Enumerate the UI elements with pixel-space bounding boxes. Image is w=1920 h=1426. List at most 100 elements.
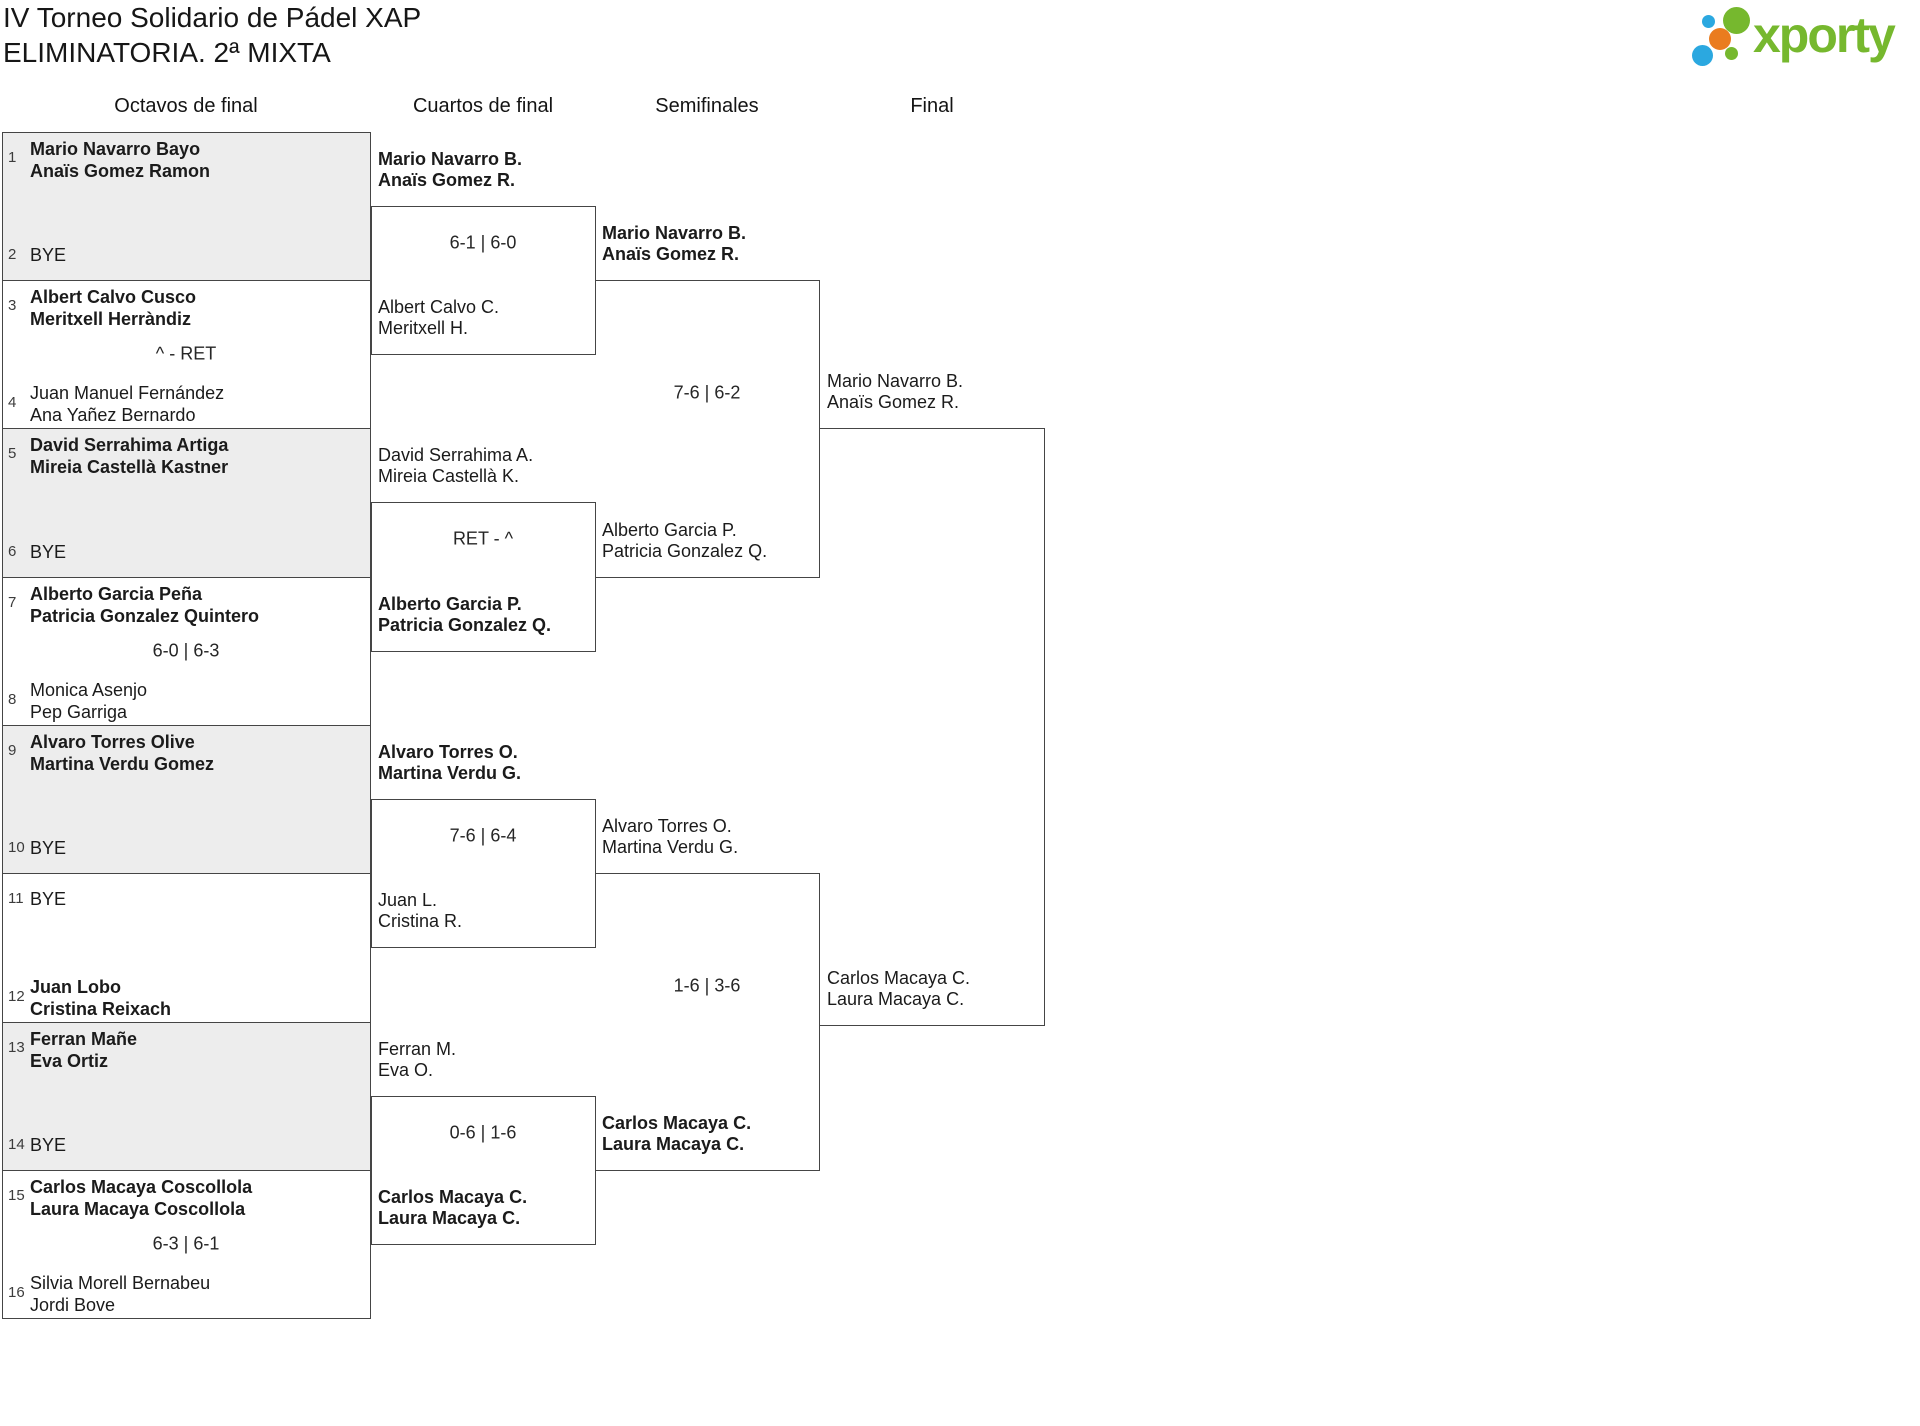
player-name: Laura Macaya C. bbox=[378, 1208, 521, 1228]
r16-m3-team1: David Serrahima Artiga Mireia Castellà K… bbox=[30, 434, 228, 478]
player-name: Alvaro Torres O. bbox=[602, 816, 732, 836]
player-name: Eva Ortiz bbox=[30, 1051, 109, 1071]
r16-match-box-8 bbox=[2, 1170, 371, 1319]
r16-m5-team1: Alvaro Torres Olive Martina Verdu Gomez bbox=[30, 731, 214, 775]
page-title: IV Torneo Solidario de Pádel XAP bbox=[3, 2, 422, 33]
player-name: Mario Navarro B. bbox=[827, 371, 964, 391]
r16-m3-seed2: 6 bbox=[8, 543, 17, 560]
r16-m8-seed1: 15 bbox=[8, 1187, 25, 1204]
player-name: Mario Navarro B. bbox=[602, 223, 747, 243]
logo-dot-orange-icon bbox=[1709, 28, 1731, 50]
r16-m4-team1: Alberto Garcia Peña Patricia Gonzalez Qu… bbox=[30, 583, 259, 627]
player-name: Juan Manuel Fernández bbox=[30, 383, 225, 403]
r16-m8-seed2: 16 bbox=[8, 1284, 25, 1301]
player-name: Alberto Garcia P. bbox=[602, 520, 737, 540]
logo-dot-blue-small-icon bbox=[1702, 15, 1715, 28]
player-name: Pep Garriga bbox=[30, 702, 128, 722]
player-name: Silvia Morell Bernabeu bbox=[30, 1273, 211, 1293]
final-team2: Carlos Macaya C. Laura Macaya C. bbox=[827, 968, 970, 1010]
player-name: Martina Verdu Gomez bbox=[30, 754, 215, 774]
player-name: Mireia Castellà K. bbox=[378, 466, 520, 486]
r16-match-box-1 bbox=[2, 132, 371, 281]
sf-match-box-2 bbox=[595, 873, 820, 1171]
sf-m2-team2: Carlos Macaya C. Laura Macaya C. bbox=[602, 1113, 751, 1155]
player-name: Carlos Macaya C. bbox=[602, 1113, 752, 1133]
r16-m5-team2: BYE bbox=[30, 838, 67, 858]
player-name: Ana Yañez Bernardo bbox=[30, 405, 196, 425]
player-name: Meritxell Herràndiz bbox=[30, 309, 192, 329]
player-name: Alberto Garcia Peña bbox=[30, 584, 203, 604]
r16-m4-seed1: 7 bbox=[8, 594, 17, 611]
round-header-cuartos: Cuartos de final bbox=[412, 95, 554, 117]
r16-m3-team2: BYE bbox=[30, 542, 67, 562]
qf-m4-team1: Ferran M. Eva O. bbox=[378, 1039, 456, 1081]
player-name: Carlos Macaya C. bbox=[378, 1187, 528, 1207]
r16-m2-score: ^ - RET bbox=[155, 343, 217, 364]
sf-m2-team1: Alvaro Torres O. Martina Verdu G. bbox=[602, 816, 738, 858]
qf-m3-score: 7-6 | 6-4 bbox=[449, 825, 517, 846]
r16-m6-team1: BYE bbox=[30, 889, 67, 909]
r16-m7-seed2: 14 bbox=[8, 1136, 25, 1153]
player-name: Laura Macaya Coscollola bbox=[30, 1199, 246, 1219]
qf-m2-team1: David Serrahima A. Mireia Castellà K. bbox=[378, 445, 533, 487]
sf-m2-score: 1-6 | 3-6 bbox=[673, 975, 741, 996]
player-name: Carlos Macaya C. bbox=[827, 968, 971, 988]
player-name: Patricia Gonzalez Quintero bbox=[30, 606, 260, 626]
player-name: Mario Navarro Bayo bbox=[30, 139, 201, 159]
round-header-final: Final bbox=[910, 95, 954, 117]
player-name: Mario Navarro B. bbox=[378, 149, 523, 169]
player-name: Meritxell H. bbox=[378, 318, 469, 338]
player-name: Anaïs Gomez R. bbox=[827, 392, 960, 412]
r16-m5-seed2: 10 bbox=[8, 839, 25, 856]
player-name: Alvaro Torres Olive bbox=[30, 732, 195, 752]
player-name: Patricia Gonzalez Q. bbox=[378, 615, 552, 635]
player-name: Ferran Mañe bbox=[30, 1029, 138, 1049]
r16-m3-seed1: 5 bbox=[8, 445, 17, 462]
r16-m7-team2: BYE bbox=[30, 1135, 67, 1155]
r16-m6-seed1: 11 bbox=[8, 890, 24, 907]
final-match-box bbox=[820, 428, 1045, 1026]
sf-m1-team2: Alberto Garcia P. Patricia Gonzalez Q. bbox=[602, 520, 767, 562]
sf-m1-score: 7-6 | 6-2 bbox=[673, 382, 741, 403]
player-name: Patricia Gonzalez Q. bbox=[602, 541, 768, 561]
r16-m1-team1: Mario Navarro Bayo Anaïs Gomez Ramon bbox=[30, 138, 210, 182]
qf-m2-team2: Alberto Garcia P. Patricia Gonzalez Q. bbox=[378, 594, 551, 636]
r16-m6-seed2: 12 bbox=[8, 988, 25, 1005]
qf-m3-team1: Alvaro Torres O. Martina Verdu G. bbox=[378, 742, 521, 784]
player-name: David Serrahima Artiga bbox=[30, 435, 229, 455]
player-name: Laura Macaya C. bbox=[602, 1134, 745, 1154]
r16-m7-seed1: 13 bbox=[8, 1039, 25, 1056]
r16-m8-score: 6-3 | 6-1 bbox=[152, 1233, 220, 1254]
r16-m2-team2: Juan Manuel Fernández Ana Yañez Bernardo bbox=[30, 382, 224, 426]
player-name: Monica Asenjo bbox=[30, 680, 148, 700]
r16-match-box-3 bbox=[2, 428, 371, 578]
r16-match-box-2 bbox=[2, 280, 371, 429]
player-name: Juan Lobo bbox=[30, 977, 121, 997]
sf-match-box-1 bbox=[595, 280, 820, 578]
r16-m6-team2: Juan Lobo Cristina Reixach bbox=[30, 976, 171, 1020]
r16-m7-team1: Ferran Mañe Eva Ortiz bbox=[30, 1028, 137, 1072]
r16-m4-team2: Monica Asenjo Pep Garriga bbox=[30, 679, 147, 723]
player-name: Anaïs Gomez R. bbox=[602, 244, 740, 264]
qf-m1-team1: Mario Navarro B. Anaïs Gomez R. bbox=[378, 149, 522, 191]
qf-m4-team2: Carlos Macaya C. Laura Macaya C. bbox=[378, 1187, 527, 1229]
qf-m1-team2: Albert Calvo C. Meritxell H. bbox=[378, 297, 499, 339]
player-name: Anaïs Gomez Ramon bbox=[30, 161, 211, 181]
r16-m2-team1: Albert Calvo Cusco Meritxell Herràndiz bbox=[30, 286, 196, 330]
player-name: David Serrahima A. bbox=[378, 445, 534, 465]
player-name: Cristina R. bbox=[378, 911, 463, 931]
player-name: Anaïs Gomez R. bbox=[378, 170, 516, 190]
r16-m8-team1: Carlos Macaya Coscollola Laura Macaya Co… bbox=[30, 1176, 252, 1220]
logo-wordmark: xporty bbox=[1753, 7, 1896, 63]
player-name: Alvaro Torres O. bbox=[378, 742, 518, 762]
r16-match-box-6 bbox=[2, 873, 371, 1023]
r16-m1-seed2: 2 bbox=[8, 246, 17, 263]
r16-m5-seed1: 9 bbox=[8, 742, 17, 759]
sf-m1-team1: Mario Navarro B. Anaïs Gomez R. bbox=[602, 223, 746, 265]
r16-m8-team2: Silvia Morell Bernabeu Jordi Bove bbox=[30, 1272, 210, 1316]
r16-match-box-7 bbox=[2, 1022, 371, 1171]
player-name: Albert Calvo Cusco bbox=[30, 287, 197, 307]
r16-m4-score: 6-0 | 6-3 bbox=[152, 640, 220, 661]
player-name: Juan L. bbox=[378, 890, 438, 910]
